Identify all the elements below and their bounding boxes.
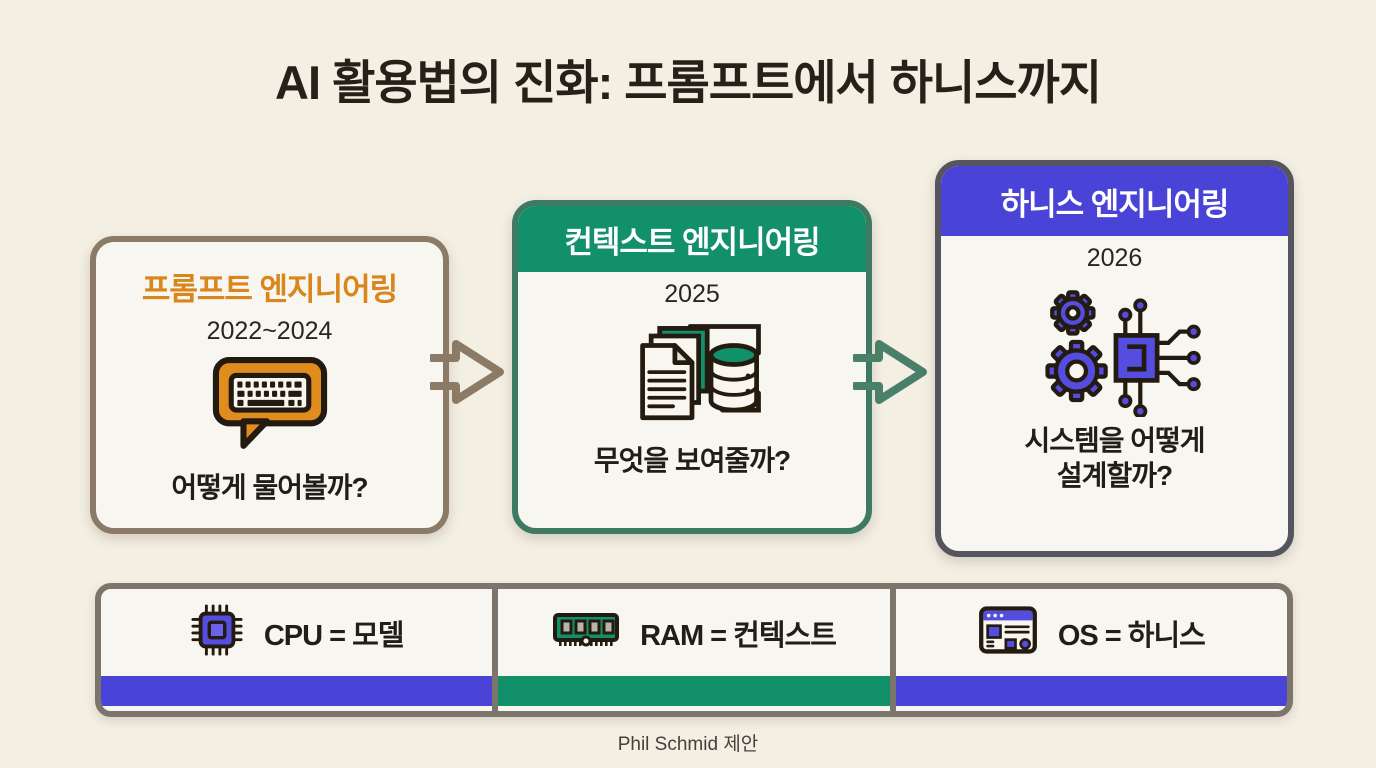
card-period: 2022~2024 (206, 317, 333, 345)
legend-label: OS = 하니스 (1057, 619, 1206, 652)
legend-item-os: OS = 하니스 (889, 589, 1287, 711)
accent-strip (498, 676, 890, 706)
card-question: 무엇을 보여줄까? (593, 445, 791, 476)
card-prompt-engineering: 프롬프트 엔지니어링 2022~2024 어떻게 물어볼까? (90, 236, 449, 534)
card-header: 컨텍스트 엔지니어링 (518, 206, 866, 272)
legend-bar: CPU = 모델 (95, 583, 1293, 717)
card-question: 어떻게 물어볼까? (171, 472, 368, 503)
legend-label: CPU = 모델 (263, 619, 405, 652)
card-title: 프롬프트 엔지니어링 (141, 272, 398, 307)
legend-item-ram: RAM = 컨텍스트 (492, 589, 890, 711)
documents-database-icon (518, 317, 866, 431)
accent-strip (895, 676, 1287, 706)
arrow-right-icon (430, 340, 504, 404)
attribution-text: Phil Schmid 제안 (617, 734, 759, 755)
page-title: AI 활용법의 진화: 프롬프트에서 하니스까지 (275, 56, 1102, 109)
card-header: 하니스 엔지니어링 (941, 166, 1288, 236)
arrow-right-icon (853, 340, 927, 404)
browser-window-icon (978, 605, 1038, 660)
keyboard-chat-icon (96, 354, 443, 456)
card-context-engineering: 컨텍스트 엔지니어링 2025 (512, 200, 872, 534)
legend-label: RAM = 컨텍스트 (640, 619, 837, 652)
card-question: 시스템을 어떻게 설계할까? (1024, 425, 1205, 491)
accent-strip (101, 676, 493, 706)
legend-item-cpu: CPU = 모델 (101, 589, 493, 711)
gears-chip-icon (941, 281, 1288, 417)
card-period: 2026 (1086, 244, 1143, 272)
card-period: 2025 (664, 280, 720, 308)
card-harness-engineering: 하니스 엔지니어링 2026 (935, 160, 1294, 557)
cpu-chip-icon (190, 603, 244, 662)
ram-module-icon (552, 610, 620, 655)
